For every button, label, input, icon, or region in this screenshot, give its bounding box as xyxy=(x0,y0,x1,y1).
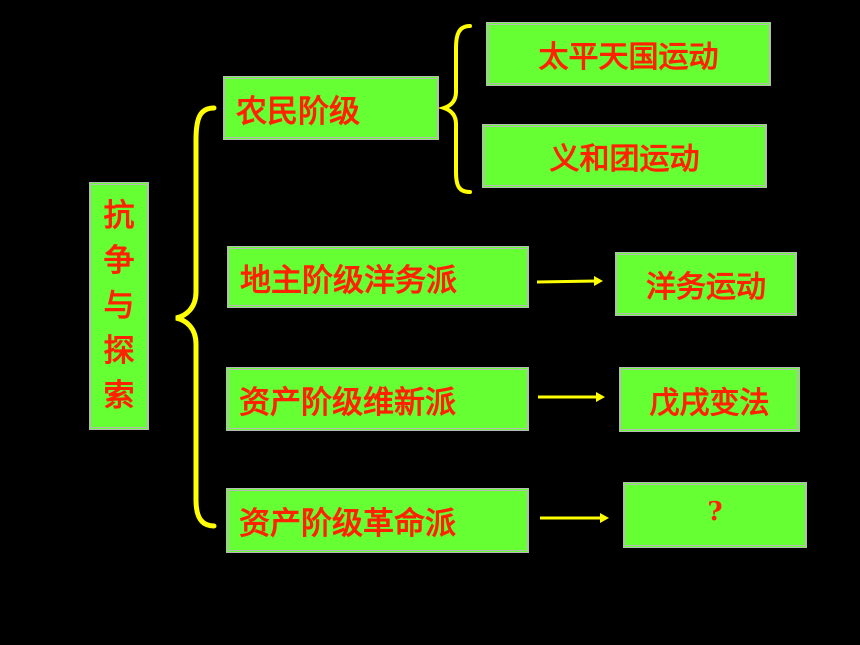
result-boxer: 义和团运动 xyxy=(482,124,767,188)
result-label: 义和团运动 xyxy=(549,142,700,177)
branch-label: 资产阶级维新派 xyxy=(239,384,456,421)
branch-landlord-westernization: 地主阶级洋务派 xyxy=(227,246,529,308)
question-mark: ? xyxy=(707,497,723,527)
result-label: 洋务运动 xyxy=(646,270,766,305)
branch-label: 农民阶级 xyxy=(236,93,360,130)
result-label: 太平天国运动 xyxy=(538,40,719,75)
branch-bourgeois-reform: 资产阶级维新派 xyxy=(226,367,529,431)
root-char: 抗 xyxy=(103,197,135,234)
peasant-brace xyxy=(437,24,472,194)
result-taiping: 太平天国运动 xyxy=(486,22,771,86)
branch-peasant: 农民阶级 xyxy=(223,76,439,140)
result-westernization: 洋务运动 xyxy=(615,252,797,316)
main-brace xyxy=(175,105,217,529)
root-box: 抗 争 与 探 索 xyxy=(89,182,149,430)
arrow-westernization xyxy=(536,276,603,286)
arrow-reform xyxy=(538,392,605,402)
arrow-revolution xyxy=(540,513,609,523)
root-char: 与 xyxy=(103,287,135,324)
branch-label: 资产阶级革命派 xyxy=(239,506,456,542)
root-char: 探 xyxy=(103,332,135,369)
result-reform: 戊戌变法 xyxy=(619,367,800,432)
branch-label: 地主阶级洋务派 xyxy=(240,262,457,299)
branch-bourgeois-revolution: 资产阶级革命派 xyxy=(226,488,529,553)
root-char: 索 xyxy=(103,377,135,414)
result-revolution-unknown: ? xyxy=(623,482,807,548)
root-char: 争 xyxy=(103,242,135,279)
result-label: 戊戌变法 xyxy=(649,385,770,421)
